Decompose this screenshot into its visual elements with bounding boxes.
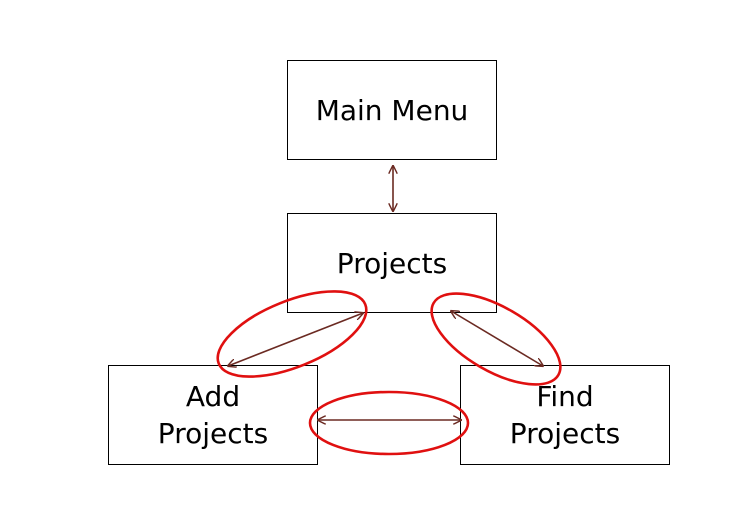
add-projects-label-line2: Projects [157,417,269,450]
add-projects-label-line1: Add [185,380,241,413]
main-menu-box: Main Menu [287,60,497,160]
main-menu-label: Main Menu [315,93,469,127]
add-projects-box: Add Projects [108,365,318,465]
projects-box: Projects [287,213,497,313]
find-projects-label-line2: Projects [509,417,621,450]
find-projects-label-line1: Find [536,380,594,413]
projects-label: Projects [336,246,448,280]
highlight-ellipse-add-find-connection [308,390,470,456]
find-projects-box: Find Projects [460,365,670,465]
arrow-projects-find-projects [451,311,543,366]
arrow-projects-add-projects [228,313,363,366]
